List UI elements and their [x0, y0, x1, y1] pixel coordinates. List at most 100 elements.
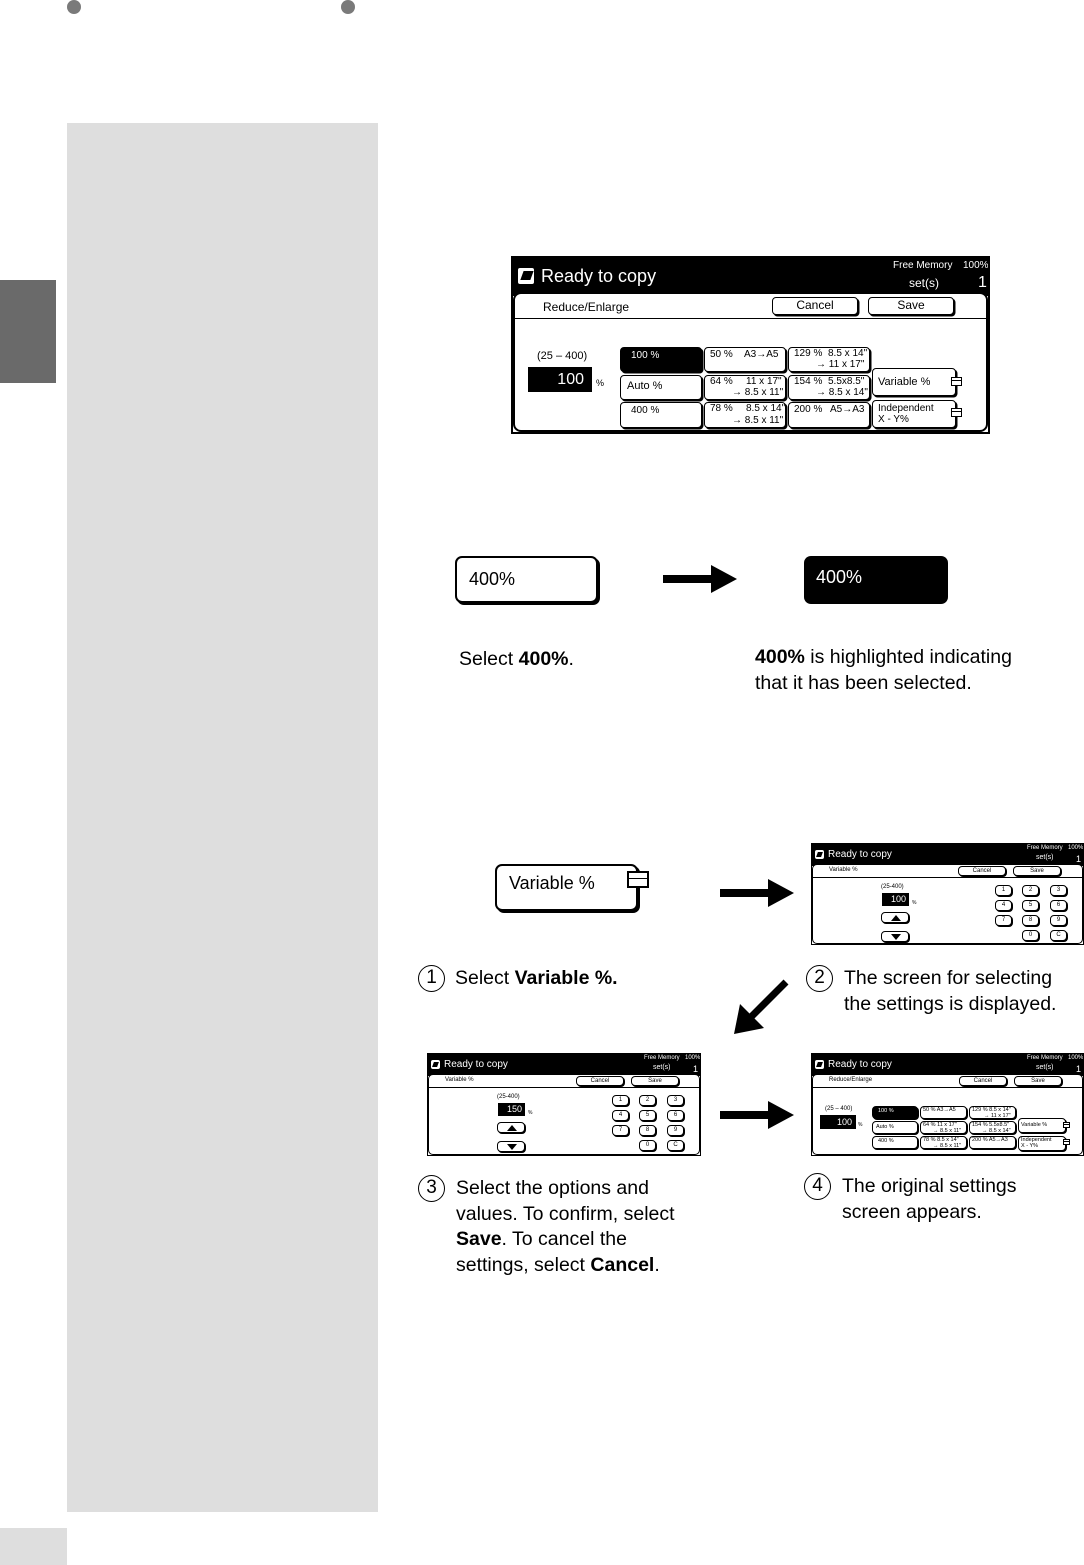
- key-3[interactable]: 3: [667, 1095, 684, 1106]
- reduce-64-button[interactable]: 64 % 11 x 17" → 8.5 x 11": [704, 375, 786, 400]
- caption-right-line2: that it has been selected.: [755, 671, 972, 694]
- small-cancel-button[interactable]: Cancel: [958, 866, 1006, 876]
- key-8[interactable]: 8: [1022, 915, 1039, 926]
- key-4[interactable]: 4: [612, 1110, 629, 1121]
- step-4-number: 4: [804, 1173, 831, 1200]
- save-label: Save: [897, 298, 925, 312]
- small-unit: %: [912, 900, 917, 906]
- key-6[interactable]: 6: [667, 1110, 684, 1121]
- enlarge-154-button[interactable]: 154 % 5.5x8.5" → 8.5 x 14": [788, 375, 870, 400]
- step-4-line1: The original settings: [842, 1175, 1017, 1197]
- step-2-line1: The screen for selecting: [844, 967, 1053, 989]
- small-save-label: Save: [1031, 1078, 1045, 1084]
- key-1[interactable]: 1: [612, 1095, 629, 1106]
- key-0[interactable]: 0: [1022, 930, 1039, 941]
- reduce-64-pct: 64 %: [710, 376, 733, 387]
- enlarge-200-button[interactable]: 200 % A5→A3: [788, 402, 870, 428]
- small-save-button[interactable]: Save: [1013, 866, 1061, 876]
- small-enlarge-154-button[interactable]: 154 % 5.5x8.5"→ 8.5 x 14": [969, 1121, 1016, 1134]
- key-6-label: 6: [673, 1112, 678, 1118]
- margin-sidebar: [67, 123, 378, 1512]
- enlarge-129-button[interactable]: 129 % 8.5 x 14" → 11 x 17": [788, 347, 870, 372]
- down-arrow-button[interactable]: [881, 931, 909, 942]
- small-title: Ready to copy: [444, 1059, 508, 1070]
- flow-variable-percent-button[interactable]: Variable %: [495, 864, 638, 911]
- key-clear[interactable]: C: [667, 1140, 684, 1151]
- key-9[interactable]: 9: [667, 1125, 684, 1136]
- key-0[interactable]: 0: [639, 1140, 656, 1151]
- small-cancel-button[interactable]: Cancel: [576, 1076, 624, 1086]
- small-enlarge-129-button[interactable]: 129 % 8.5 x 14"→ 11 x 17": [969, 1106, 1016, 1119]
- key-3-label: 3: [1056, 887, 1061, 893]
- key-8-label: 8: [1028, 917, 1033, 923]
- small-reduce-78-button[interactable]: 78 % 8.5 x 14"→ 8.5 x 11": [920, 1136, 967, 1149]
- key-5[interactable]: 5: [1022, 900, 1039, 911]
- small-auto-label: Auto %: [876, 1124, 894, 1130]
- preset-100-button[interactable]: 100 %: [620, 347, 702, 372]
- reduce-64-from: 11 x 17": [746, 376, 782, 387]
- cancel-button[interactable]: Cancel: [772, 297, 858, 315]
- small-reduce-64-button[interactable]: 64 % 11 x 17"→ 8.5 x 11": [920, 1121, 967, 1134]
- up-arrow-button[interactable]: [881, 912, 909, 923]
- small-reduce-enlarge-screen: Ready to copy Free Memory 100% set(s) 1 …: [811, 1053, 1084, 1156]
- key-5-label: 5: [1028, 902, 1033, 908]
- key-2[interactable]: 2: [639, 1095, 656, 1106]
- step-3-line2: values. To confirm, select: [456, 1202, 675, 1225]
- enlarge-200-conv: A5→A3: [830, 404, 865, 415]
- small-title: Ready to copy: [828, 849, 892, 860]
- independent-line2: X - Y%: [878, 414, 909, 425]
- step-3-bold-cancel: Cancel: [590, 1253, 655, 1276]
- small-save-button[interactable]: Save: [631, 1076, 679, 1086]
- key-2[interactable]: 2: [1022, 885, 1039, 896]
- variable-percent-button[interactable]: Variable %: [872, 368, 956, 396]
- independent-xy-button[interactable]: Independent X - Y%: [872, 400, 956, 428]
- key-clear[interactable]: C: [1050, 930, 1067, 941]
- example-400-button-selected[interactable]: 400%: [804, 556, 948, 604]
- save-button[interactable]: Save: [868, 297, 954, 315]
- panel-header-line: [813, 1087, 1082, 1088]
- key-3[interactable]: 3: [1050, 885, 1067, 896]
- independent-screen-icon: [951, 408, 962, 417]
- key-6[interactable]: 6: [1050, 900, 1067, 911]
- small-enlarge-200-label: 200 % A5→A3: [972, 1137, 1008, 1143]
- small-save-button[interactable]: Save: [1014, 1076, 1062, 1086]
- key-4-label: 4: [1001, 902, 1006, 908]
- preset-100-label: 100 %: [631, 350, 660, 361]
- small-enlarge-200-button[interactable]: 200 % A5→A3: [969, 1136, 1016, 1149]
- preset-400-button[interactable]: 400 %: [620, 402, 702, 428]
- key-8[interactable]: 8: [639, 1125, 656, 1136]
- key-7[interactable]: 7: [995, 915, 1012, 926]
- key-4[interactable]: 4: [995, 900, 1012, 911]
- small-cancel-button[interactable]: Cancel: [959, 1076, 1007, 1086]
- unit-label: %: [596, 378, 605, 388]
- flow-variable-screen-icon: [627, 871, 649, 888]
- up-arrow-button[interactable]: [497, 1122, 525, 1133]
- small-auto-button[interactable]: Auto %: [872, 1121, 918, 1134]
- step-3-num: 3: [426, 1177, 437, 1198]
- small-range-label: (25 – 400): [825, 1106, 853, 1112]
- small-preset-400-label: 400 %: [878, 1138, 894, 1144]
- key-1[interactable]: 1: [995, 885, 1012, 896]
- reduce-78-button[interactable]: 78 % 8.5 x 14" → 8.5 x 11": [704, 402, 786, 428]
- small-reduce-50-button[interactable]: 50 % A3→A5: [920, 1106, 967, 1119]
- small-reduce-50-label: 50 % A3→A5: [923, 1107, 956, 1113]
- small-independent-b: X - Y%: [1021, 1143, 1039, 1149]
- small-variable-screen-icon: [1063, 1122, 1070, 1128]
- small-variable-button[interactable]: Variable %: [1018, 1118, 1066, 1133]
- small-enlarge-129-a: 129 % 8.5 x 14": [972, 1107, 1011, 1113]
- main-copier-screen: Ready to copy Free Memory 100% set(s) 1 …: [511, 256, 990, 434]
- reduce-50-button[interactable]: 50 % A3→A5: [704, 347, 786, 372]
- key-9[interactable]: 9: [1050, 915, 1067, 926]
- key-5[interactable]: 5: [639, 1110, 656, 1121]
- auto-percent-button[interactable]: Auto %: [620, 375, 702, 400]
- key-7[interactable]: 7: [612, 1125, 629, 1136]
- example-400-button-normal[interactable]: 400%: [455, 556, 598, 603]
- small-preset-400-button[interactable]: 400 %: [872, 1136, 918, 1149]
- key-5-label: 5: [645, 1112, 650, 1118]
- keypad: 1 2 3 4 5 6 7 8 9 0 C: [995, 885, 1083, 944]
- down-arrow-button[interactable]: [497, 1141, 525, 1152]
- small-cancel-label: Cancel: [590, 1078, 610, 1084]
- small-preset-100-button[interactable]: 100 %: [872, 1106, 918, 1119]
- key-9-label: 9: [1056, 917, 1061, 923]
